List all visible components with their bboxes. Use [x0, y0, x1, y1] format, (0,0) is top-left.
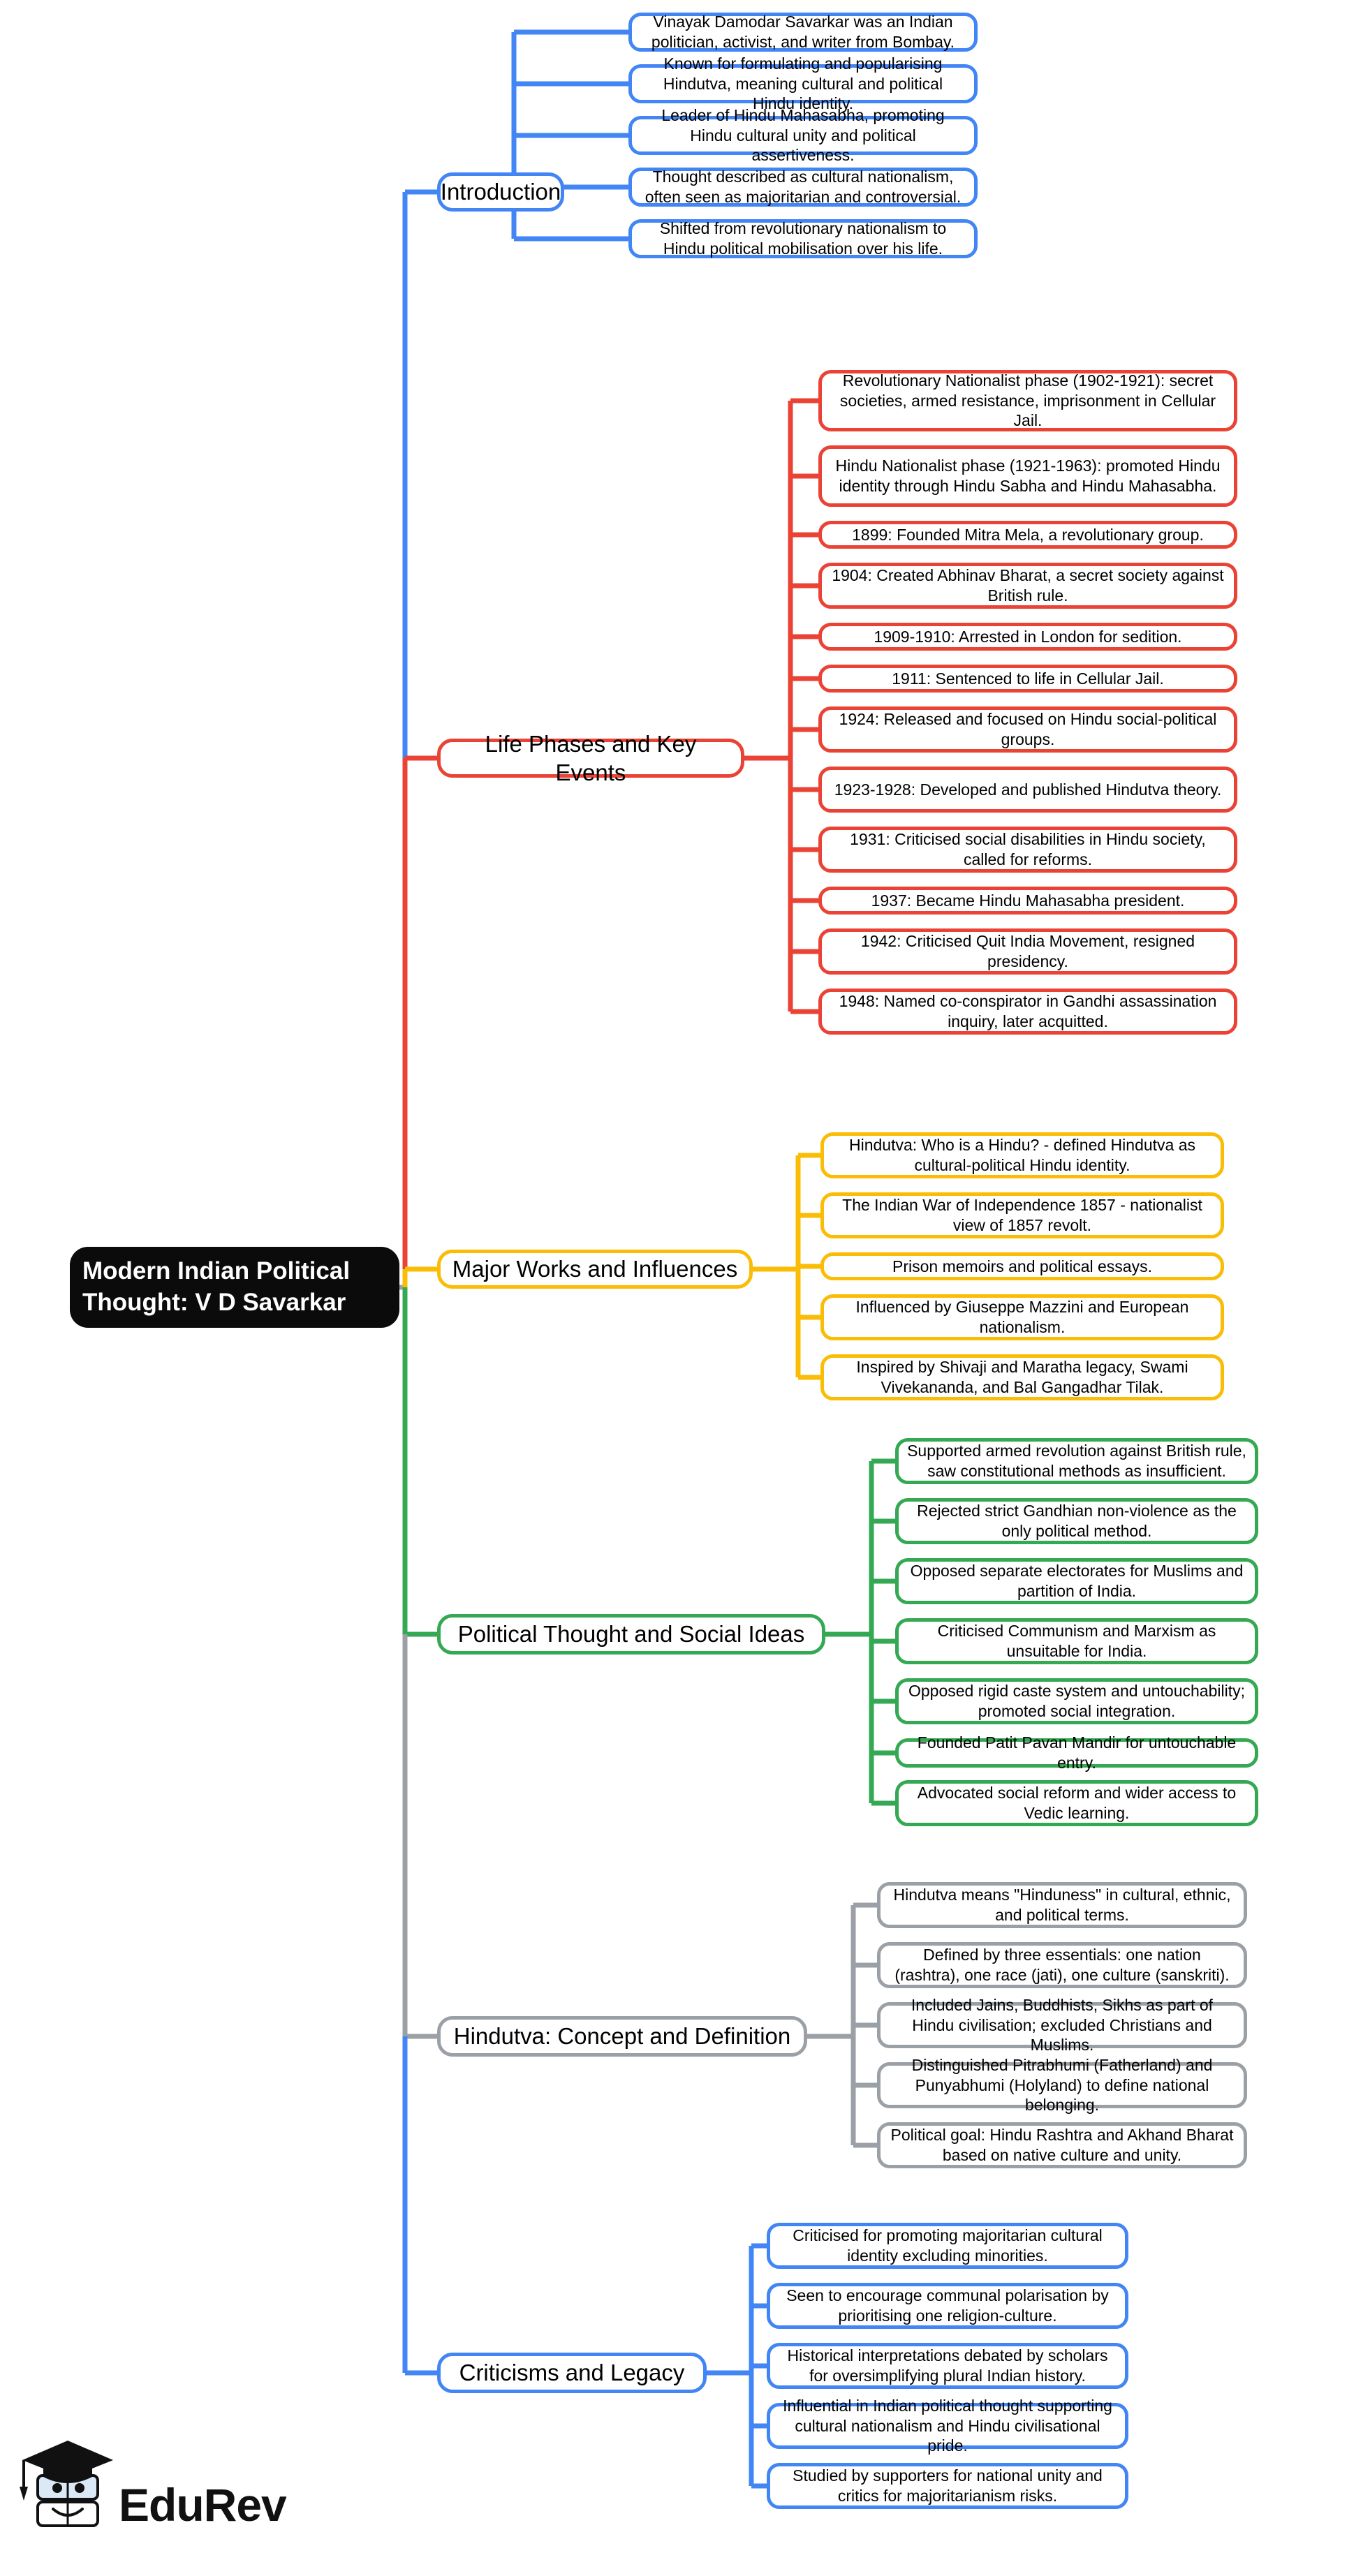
leaf-node-label: Supported armed revolution against Briti…	[907, 1442, 1246, 1480]
leaf-node-label: 1937: Became Hindu Mahasabha president.	[871, 891, 1185, 910]
leaf-node[interactable]: Leader of Hindu Mahasabha, promoting Hin…	[628, 106, 978, 164]
leaf-node[interactable]: 1911: Sentenced to life in Cellular Jail…	[818, 665, 1237, 693]
graduation-cap-book-mascot-icon	[20, 2441, 113, 2527]
leaf-node-label: Historical interpretations debated by sc…	[787, 2346, 1108, 2385]
leaf-node[interactable]: Seen to encourage communal polarisation …	[767, 2283, 1128, 2329]
leaf-node[interactable]: Rejected strict Gandhian non-violence as…	[895, 1498, 1258, 1544]
leaf-node-label: 1931: Criticised social disabilities in …	[850, 830, 1206, 868]
leaf-node[interactable]: Studied by supporters for national unity…	[767, 2463, 1128, 2509]
branch-topic-label: Criticisms and Legacy	[459, 2360, 685, 2386]
branch-topic-major-works-and-influences[interactable]: Major Works and Influences	[437, 1250, 753, 1289]
leaf-node-label: The Indian War of Independence 1857 - na…	[842, 1196, 1202, 1234]
leaf-node-label: Thought described as cultural nationalis…	[645, 168, 962, 206]
leaf-node[interactable]: 1942: Criticised Quit India Movement, re…	[818, 928, 1237, 975]
leaf-node[interactable]: Political goal: Hindu Rashtra and Akhand…	[877, 2122, 1247, 2168]
leaf-node-label: Defined by three essentials: one nation …	[894, 1946, 1230, 1984]
leaf-node[interactable]: 1904: Created Abhinav Bharat, a secret s…	[818, 563, 1237, 609]
edurev-logo-text: EduRev	[119, 2479, 287, 2531]
branch-topic-life-phases-and-key-events[interactable]: Life Phases and Key Events	[437, 731, 744, 785]
leaf-node-label: Vinayak Damodar Savarkar was an Indian p…	[651, 13, 955, 51]
leaf-node[interactable]: Influential in Indian political thought …	[767, 2397, 1128, 2455]
branch-topic-label: Major Works and Influences	[452, 1256, 738, 1282]
leaf-node[interactable]: Hindutva means "Hinduness" in cultural, …	[877, 1882, 1247, 1928]
leaf-node[interactable]: Vinayak Damodar Savarkar was an Indian p…	[628, 13, 978, 52]
leaf-node[interactable]: Advocated social reform and wider access…	[895, 1780, 1258, 1826]
leaf-node-label: Advocated social reform and wider access…	[917, 1784, 1237, 1822]
leaf-node[interactable]: 1909-1910: Arrested in London for sediti…	[818, 623, 1237, 651]
leaf-node-label: Political goal: Hindu Rashtra and Akhand…	[890, 2126, 1234, 2164]
leaf-node[interactable]: Opposed rigid caste system and untouchab…	[895, 1678, 1258, 1724]
leaf-node-label: Hindutva: Who is a Hindu? - defined Hind…	[848, 1136, 1196, 1174]
root-node-label: Modern Indian Political Thought: V D Sav…	[82, 1257, 351, 1316]
leaf-node[interactable]: Known for formulating and popularising H…	[628, 54, 978, 112]
leaf-node-label: Hindu Nationalist phase (1921-1963): pro…	[835, 457, 1221, 495]
leaf-node[interactable]: Opposed separate electorates for Muslims…	[895, 1558, 1258, 1604]
leaf-node[interactable]: Hindutva: Who is a Hindu? - defined Hind…	[820, 1132, 1224, 1178]
leaf-node-label: Criticised Communism and Marxism as unsu…	[937, 1622, 1216, 1660]
leaf-node-label: Included Jains, Buddhists, Sikhs as part…	[911, 1995, 1214, 2055]
leaf-node[interactable]: Founded Patit Pavan Mandir for untouchab…	[895, 1733, 1258, 1772]
leaf-node-label: Opposed separate electorates for Muslims…	[910, 1562, 1244, 1600]
leaf-node-label: 1911: Sentenced to life in Cellular Jail…	[892, 669, 1164, 688]
branch-topic-political-thought-and-social-ideas[interactable]: Political Thought and Social Ideas	[437, 1614, 825, 1655]
leaf-node[interactable]: Hindu Nationalist phase (1921-1963): pro…	[818, 445, 1237, 507]
leaf-node[interactable]: Included Jains, Buddhists, Sikhs as part…	[877, 1996, 1247, 2054]
leaf-node-label: Leader of Hindu Mahasabha, promoting Hin…	[661, 105, 945, 165]
leaf-node[interactable]: The Indian War of Independence 1857 - na…	[820, 1192, 1224, 1238]
leaf-node[interactable]: 1924: Released and focused on Hindu soci…	[818, 706, 1237, 753]
leaf-node-label: Hindutva means "Hinduness" in cultural, …	[893, 1886, 1231, 1924]
leaf-node[interactable]: Distinguished Pitrabhumi (Fatherland) an…	[877, 2056, 1247, 2114]
leaf-node[interactable]: Shifted from revolutionary nationalism t…	[628, 219, 978, 258]
leaf-node[interactable]: Prison memoirs and political essays.	[820, 1252, 1224, 1280]
leaf-node-label: 1924: Released and focused on Hindu soci…	[839, 710, 1217, 748]
leaf-node-label: Prison memoirs and political essays.	[892, 1257, 1152, 1275]
branch-topic-label: Life Phases and Key Events	[485, 730, 697, 785]
leaf-node-label: 1948: Named co-conspirator in Gandhi ass…	[839, 992, 1217, 1030]
leaf-node[interactable]: 1948: Named co-conspirator in Gandhi ass…	[818, 989, 1237, 1035]
branch-topic-criticisms-and-legacy[interactable]: Criticisms and Legacy	[437, 2353, 707, 2393]
leaf-node[interactable]: Historical interpretations debated by sc…	[767, 2343, 1128, 2389]
leaf-node-label: Rejected strict Gandhian non-violence as…	[917, 1502, 1237, 1540]
leaf-node-label: Seen to encourage communal polarisation …	[786, 2286, 1109, 2325]
leaf-node-label: 1923-1928: Developed and published Hindu…	[834, 780, 1222, 799]
leaf-node[interactable]: Criticised Communism and Marxism as unsu…	[895, 1618, 1258, 1664]
leaf-node[interactable]: Revolutionary Nationalist phase (1902-19…	[818, 370, 1237, 431]
leaf-node[interactable]: Inspired by Shivaji and Maratha legacy, …	[820, 1354, 1224, 1400]
leaf-node[interactable]: 1931: Criticised social disabilities in …	[818, 827, 1237, 873]
root-node[interactable]: Modern Indian Political Thought: V D Sav…	[70, 1247, 399, 1328]
branch-topic-label: Political Thought and Social Ideas	[457, 1621, 805, 1648]
leaf-node-label: Influential in Indian political thought …	[783, 2396, 1112, 2455]
leaf-node-label: Distinguished Pitrabhumi (Fatherland) an…	[911, 2055, 1213, 2115]
branch-topic-label: Introduction	[440, 179, 561, 205]
leaf-node-label: Studied by supporters for national unity…	[793, 2466, 1103, 2505]
leaf-node-label: 1904: Created Abhinav Bharat, a secret s…	[832, 566, 1224, 605]
leaf-node-label: Known for formulating and popularising H…	[663, 54, 943, 113]
leaf-node[interactable]: Defined by three essentials: one nation …	[877, 1942, 1247, 1988]
leaf-node-label: Influenced by Giuseppe Mazzini and Europ…	[855, 1298, 1189, 1336]
leaf-node-label: 1942: Criticised Quit India Movement, re…	[860, 932, 1195, 970]
leaf-node[interactable]: Criticised for promoting majoritarian cu…	[767, 2223, 1128, 2269]
leaf-node-label: Opposed rigid caste system and untouchab…	[908, 1682, 1245, 1720]
leaf-node-label: 1909-1910: Arrested in London for sediti…	[874, 627, 1182, 646]
leaf-node[interactable]: 1923-1928: Developed and published Hindu…	[818, 767, 1237, 813]
leaf-node-label: Criticised for promoting majoritarian cu…	[793, 2226, 1103, 2265]
branch-topic-hindutva-concept-and-definition[interactable]: Hindutva: Concept and Definition	[437, 2016, 807, 2057]
leaf-node-label: Shifted from revolutionary nationalism t…	[659, 219, 947, 258]
leaf-node[interactable]: Supported armed revolution against Briti…	[895, 1438, 1258, 1484]
leaf-node-label: 1899: Founded Mitra Mela, a revolutionar…	[852, 525, 1204, 544]
leaf-node-label: Inspired by Shivaji and Maratha legacy, …	[856, 1358, 1188, 1396]
edurev-logo: EduRev	[15, 2436, 295, 2562]
leaf-node[interactable]: 1899: Founded Mitra Mela, a revolutionar…	[818, 521, 1237, 549]
leaf-node[interactable]: Influenced by Giuseppe Mazzini and Europ…	[820, 1294, 1224, 1340]
leaf-node[interactable]: Thought described as cultural nationalis…	[628, 168, 978, 207]
branch-topic-label: Hindutva: Concept and Definition	[453, 2023, 791, 2050]
leaf-node-label: Revolutionary Nationalist phase (1902-19…	[839, 371, 1216, 430]
leaf-node-label: Founded Patit Pavan Mandir for untouchab…	[917, 1733, 1237, 1772]
branch-topic-introduction[interactable]: Introduction	[437, 172, 564, 212]
leaf-node[interactable]: 1937: Became Hindu Mahasabha president.	[818, 887, 1237, 915]
